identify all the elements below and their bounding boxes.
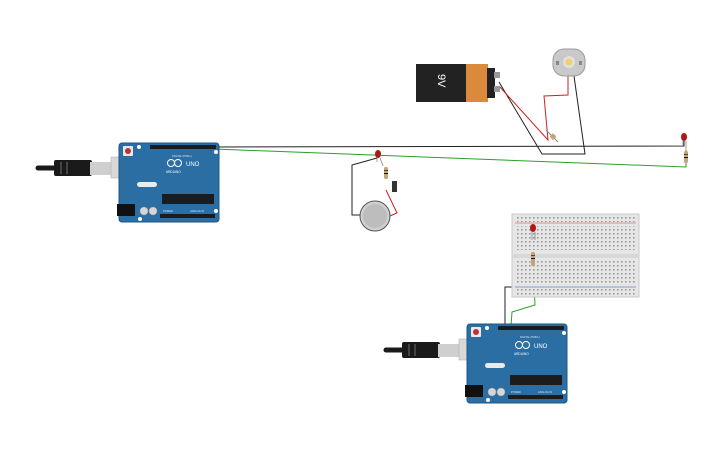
resistor-icon[interactable] [684,151,688,163]
battery-label: 9V [435,74,447,88]
pin-label-power: POWER [511,390,521,394]
piezo-buzzer-icon[interactable] [359,181,397,232]
led-icon[interactable] [681,133,687,150]
pin-label-digital: DIGITAL (PWM~) [172,154,192,158]
pin-label-digital: DIGITAL (PWM~) [520,335,540,339]
usb-plug-icon [383,342,460,358]
pin-label-analog: ANALOG IN [190,209,204,213]
wire-black-long[interactable] [213,141,685,148]
wire-red-battery-motor[interactable] [498,76,569,142]
wire-black-bb[interactable] [504,286,512,326]
usb-plug-icon [35,160,112,176]
arduino-uno-2[interactable]: UNO ARDUINO DIGITAL (PWM~) POWER ANALOG … [383,323,568,404]
wire-black-battery-motor[interactable] [498,75,586,155]
resistor-icon[interactable] [531,252,535,266]
battery-9v-icon[interactable]: 9V [416,64,500,102]
dc-motor-icon[interactable] [552,48,586,77]
wire-black-buzzer[interactable] [351,157,378,216]
resistor-icon[interactable] [545,129,559,143]
arduino-logo [515,341,530,349]
pin-label-power: POWER [163,209,173,213]
led-icon[interactable] [375,150,384,167]
arduino-uno-1[interactable]: UNO ARDUINO DIGITAL (PWM~) POWER ANALOG … [35,142,220,223]
model-label: UNO [186,162,200,168]
pin-label-analog: ANALOG IN [538,390,552,394]
led-icon[interactable] [530,224,536,240]
wire-red-buzzer[interactable] [385,189,398,217]
resistor-icon[interactable] [384,167,388,179]
wire-green-long[interactable] [213,148,687,168]
model-label: UNO [534,344,548,350]
brand-label: ARDUINO [166,170,181,174]
brand-label: ARDUINO [514,352,529,356]
arduino-logo [167,159,182,167]
